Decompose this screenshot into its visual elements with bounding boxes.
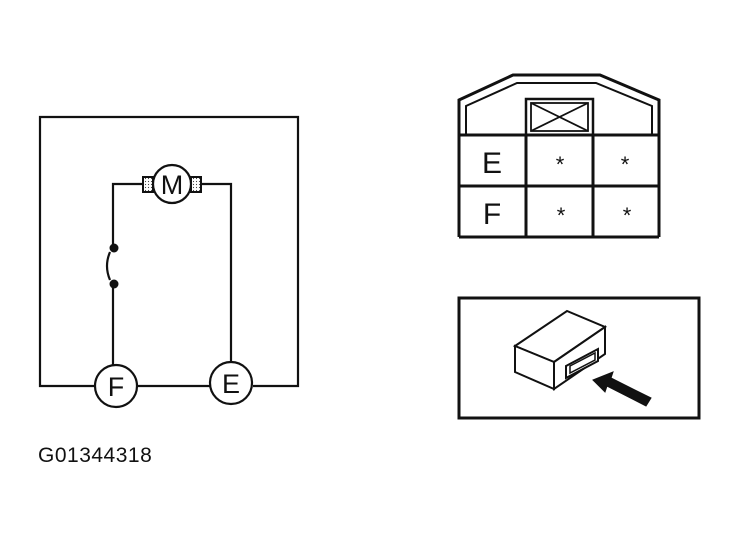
outer-wire xyxy=(38,115,300,388)
circuit-schematic xyxy=(38,115,300,388)
figure-code: G01344318 xyxy=(38,444,153,467)
terminal-f-label: F xyxy=(108,372,125,402)
terminal-f: F xyxy=(93,363,139,409)
terminal-e: E xyxy=(208,360,254,406)
connector-housing-inner xyxy=(465,82,653,135)
component-location-view xyxy=(457,296,701,420)
grid-row-e-cell-2: * xyxy=(621,152,630,177)
left-top-wire xyxy=(111,182,143,249)
motor-symbol: M xyxy=(142,163,202,205)
right-branch-wire xyxy=(201,182,233,366)
module-box-icon xyxy=(512,309,608,391)
grid-row-f-label: F xyxy=(483,198,501,231)
terminal-e-label: E xyxy=(222,369,240,399)
grid-row-e-cell-1: * xyxy=(556,152,565,177)
switch-contacts xyxy=(105,243,119,289)
connector-housing-top xyxy=(457,73,661,237)
grid-row-f-cell-1: * xyxy=(557,203,566,228)
motor-label: M xyxy=(161,170,184,200)
connector-grid-labels: E * * F * * xyxy=(482,147,632,231)
grid-row-f-cell-2: * xyxy=(623,203,632,228)
connector-pin-diagram xyxy=(457,73,661,239)
location-arrow-icon xyxy=(592,371,652,407)
grid-row-e-label: E xyxy=(482,147,502,180)
